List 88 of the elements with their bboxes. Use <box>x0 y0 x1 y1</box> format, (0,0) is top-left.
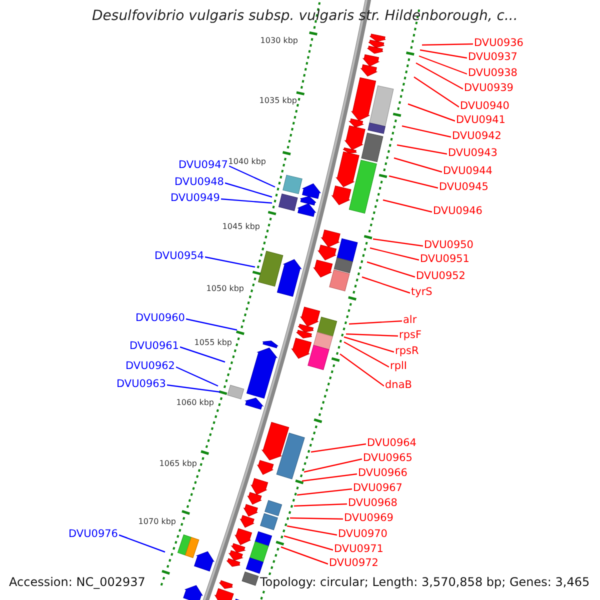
scale-label: 1035 kbp <box>259 96 297 104</box>
leader-line <box>420 49 468 59</box>
leader-line <box>362 276 410 294</box>
gene-label: DVU0938 <box>467 66 518 80</box>
scale-label: 1030 kbp <box>260 36 298 44</box>
gene-label: DVU0963 <box>116 378 167 390</box>
gene-label: DVU0937 <box>467 50 518 64</box>
gene-label: DVU0939 <box>463 82 514 94</box>
gene-label: DVU0967 <box>352 482 404 494</box>
leader-line <box>204 256 256 268</box>
gene-label: rplI <box>389 360 408 372</box>
leader-line <box>294 503 348 507</box>
scale-label: 1070 kbp <box>138 516 176 526</box>
gene-label: rpsF <box>398 328 422 342</box>
gene-label: DVU0964 <box>366 436 418 450</box>
gene-label: DVU0965 <box>362 452 414 464</box>
gene-label: DVU0950 <box>423 238 474 252</box>
leader-line <box>344 336 394 353</box>
gene-label: DVU0942 <box>451 130 502 142</box>
leader-line <box>118 534 166 553</box>
map-title: Desulfovibrio vulgaris subsp. vulgaris str. Hildenborough, c... <box>92 8 518 24</box>
gene-label: DVU0968 <box>347 496 398 510</box>
leader-line <box>402 125 452 138</box>
gene-label: DVU0969 <box>343 512 394 524</box>
scale-label: 1045 kbp <box>222 222 260 230</box>
leader-line <box>228 165 276 188</box>
gene-label: DVU0936 <box>473 36 524 50</box>
leader-line <box>296 488 352 496</box>
leader-line <box>220 198 272 204</box>
scale-label: 1065 kbp <box>159 458 197 468</box>
leader-line <box>310 443 366 453</box>
leader-line <box>418 55 468 75</box>
leader-line <box>422 43 474 46</box>
gene-label: DVU0943 <box>447 146 498 160</box>
gene-label: DVU0972 <box>328 556 380 570</box>
leader-line <box>180 346 226 363</box>
gene-label: tyrS <box>410 286 434 298</box>
gene-label: DVU0951 <box>419 252 470 266</box>
scale-label: 1060 kbp <box>176 398 214 406</box>
leader-line <box>370 247 420 261</box>
gene-label: DVU0948 <box>174 176 225 188</box>
leader-line <box>416 62 464 90</box>
scale-label: 1055 kbp <box>194 338 232 346</box>
leader-line <box>284 535 334 551</box>
gene-label: DVU0962 <box>124 360 176 372</box>
leader-line <box>304 458 362 473</box>
leader-line <box>302 473 358 482</box>
gene-label: DVU0946 <box>432 204 484 218</box>
map-info-text: Accession: NC_002937 <box>9 575 146 589</box>
gene-label: DVU0960 <box>134 312 186 324</box>
gene-label: DVU0961 <box>128 340 180 352</box>
gene-label: DVU0945 <box>438 180 490 194</box>
gene-label: DVU0954 <box>154 250 205 262</box>
map-info-text: Topology: circular; Length: 3,570,858 bp; Genes: 3,465 <box>260 575 590 589</box>
leader-line <box>290 517 344 520</box>
leader-line <box>394 157 442 173</box>
leader-line <box>340 354 384 386</box>
gene-label: DVU0940 <box>459 100 510 112</box>
gene-label: DVU0947 <box>178 158 229 172</box>
leader-line <box>166 384 220 393</box>
gene-label: DVU0971 <box>333 542 384 556</box>
leader-line <box>286 525 338 536</box>
gene-label: alr <box>402 314 418 326</box>
scale-label: 1040 kbp <box>228 156 266 166</box>
leader-line <box>388 175 438 189</box>
leader-line <box>346 333 398 337</box>
leader-line <box>176 366 218 387</box>
leader-line <box>414 76 460 108</box>
scale-label: 1050 kbp <box>206 284 244 292</box>
gene-label: DVU0952 <box>415 270 466 282</box>
gene-label: rpsR <box>394 344 420 358</box>
gene-label: DVU0970 <box>337 528 388 540</box>
leader-line <box>224 182 272 198</box>
leader-line <box>408 103 456 122</box>
gene-label: DVU0949 <box>170 192 221 204</box>
leader-line <box>366 261 416 278</box>
leader-line <box>348 320 402 325</box>
gene-label: DVU0976 <box>68 528 119 540</box>
leader-line <box>372 238 424 247</box>
gene-label: dnaB <box>384 378 413 392</box>
leader-line <box>396 144 448 155</box>
gene-label: DVU0966 <box>357 466 408 480</box>
gene-label: DVU0941 <box>455 114 506 126</box>
leader-line <box>382 199 432 213</box>
leader-line <box>280 546 328 565</box>
leader-line <box>186 318 238 331</box>
leader-line <box>344 341 390 368</box>
gene-label: DVU0944 <box>442 164 494 178</box>
